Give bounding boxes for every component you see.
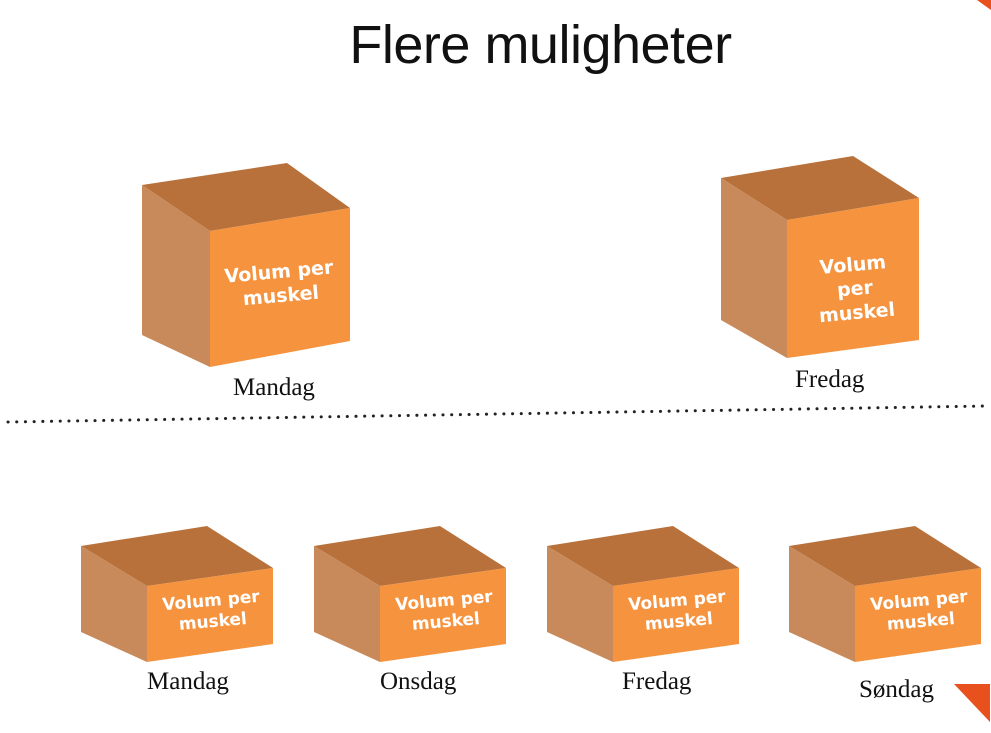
corner-accent-top — [977, 0, 991, 10]
slide-title: Flere muligheter — [349, 15, 732, 75]
day-label-friday: Fredag — [795, 366, 865, 393]
corner-accent-bottom — [954, 684, 990, 722]
day-label-monday-bottom: Mandag — [147, 668, 229, 695]
cube-label: Volum per muskel — [223, 256, 335, 310]
cube-shape — [547, 526, 739, 662]
cube-shape — [81, 526, 273, 662]
cube-label: Volum per muskel — [818, 251, 896, 327]
dotted-divider — [6, 404, 988, 424]
cube-top-friday: Volum per muskel — [721, 156, 921, 362]
cube-shape — [721, 156, 919, 358]
cube-shape — [142, 163, 350, 367]
cube-bottom-sunday: Volum per muskel — [789, 526, 983, 666]
cube-shape — [314, 526, 506, 662]
day-label-wednesday: Onsdag — [380, 668, 457, 695]
cube-top-monday: Volum per muskel — [142, 163, 352, 369]
cube-bottom-friday: Volum per muskel — [547, 526, 741, 666]
cube-shape — [789, 526, 981, 662]
cube-bottom-monday: Volum per muskel — [81, 526, 275, 666]
day-label-monday: Mandag — [233, 374, 315, 401]
cube-bottom-wednesday: Volum per muskel — [314, 526, 508, 666]
day-label-friday-bottom: Fredag — [622, 668, 692, 695]
day-label-sunday: Søndag — [859, 676, 934, 703]
